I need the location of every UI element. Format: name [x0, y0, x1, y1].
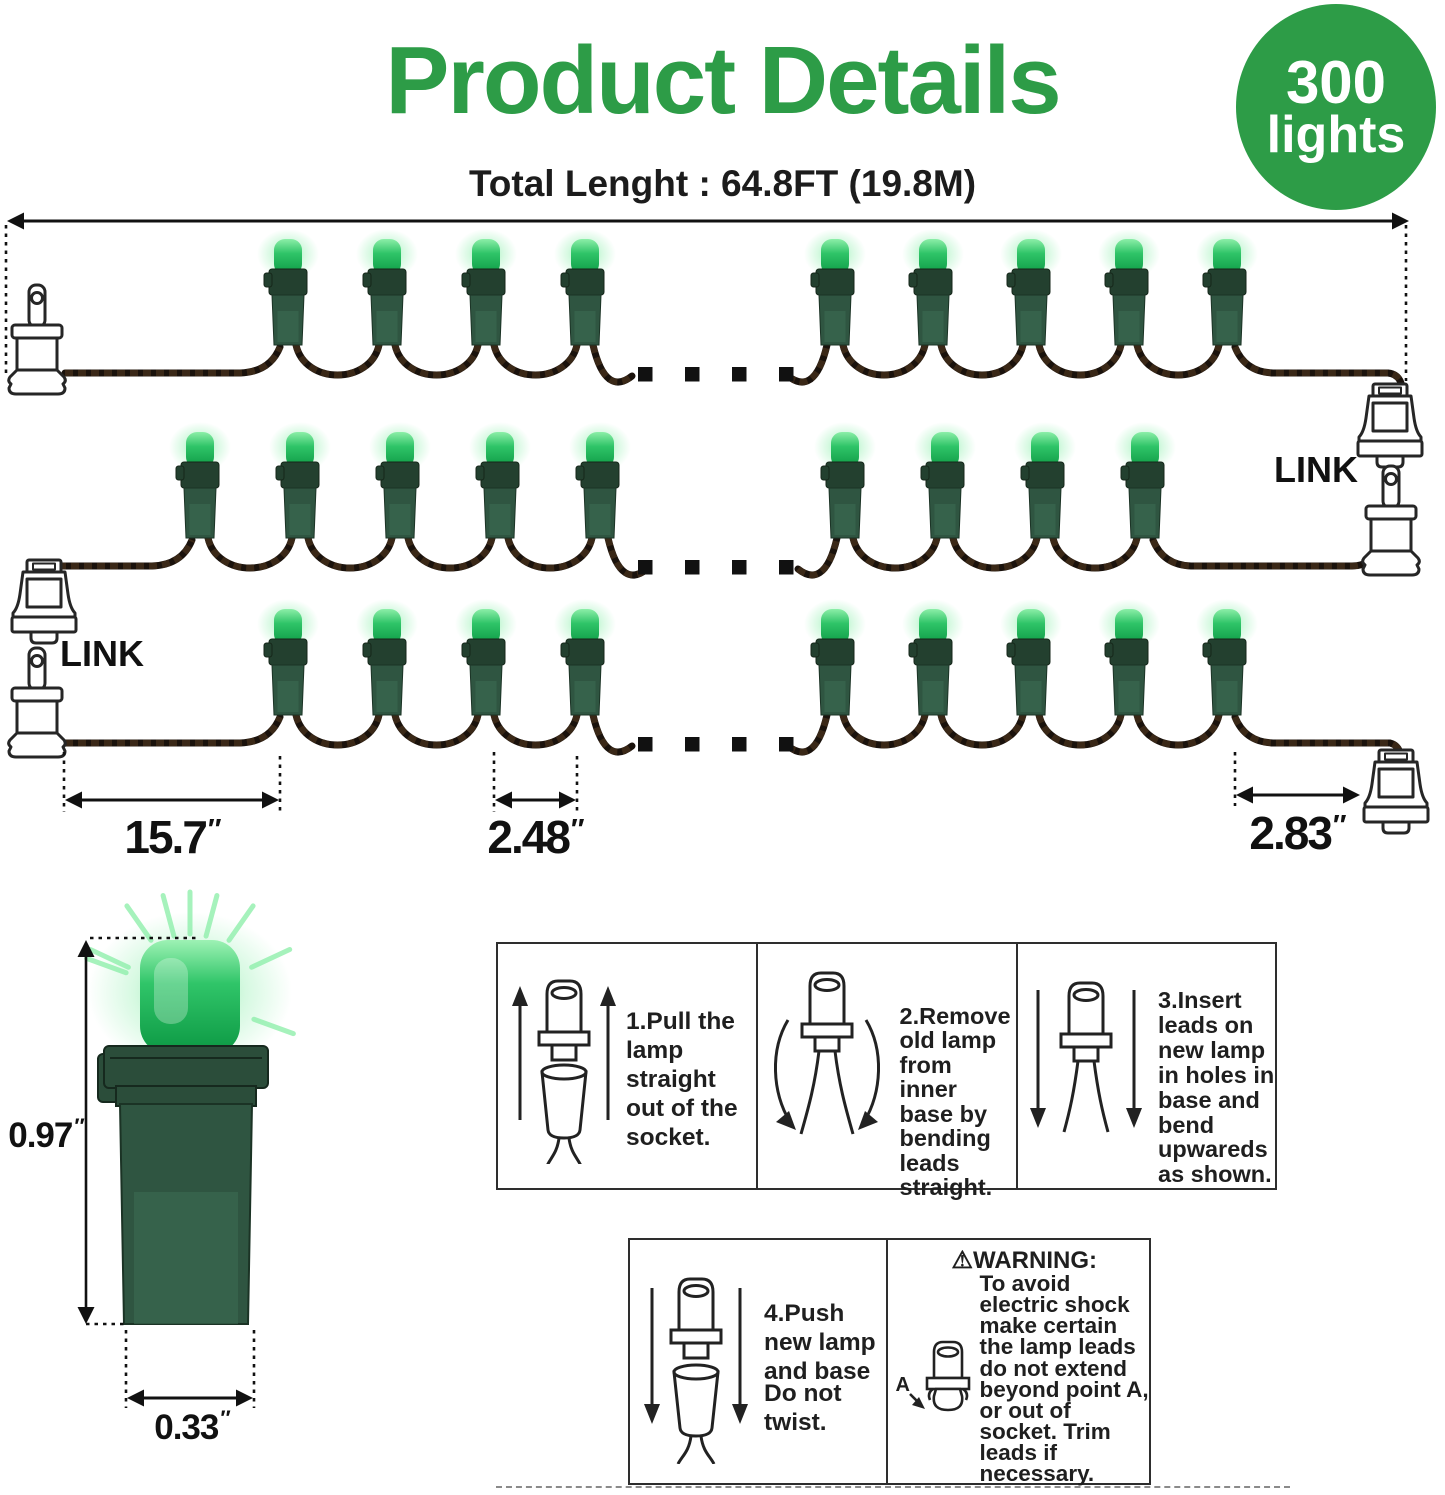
step-1-text: 1.Pull the lamp straight out of the sock…: [626, 1008, 738, 1151]
ellipsis-dot: [685, 367, 700, 382]
bend-leads-icon: [773, 971, 880, 1135]
led-bulb: [902, 599, 964, 716]
led-bulb: [455, 599, 517, 716]
ellipsis-dot: [638, 737, 653, 752]
pull-lamp-icon: [512, 979, 616, 1164]
measurement-tail: 2.83″: [1249, 807, 1346, 859]
push-lamp-icon: [644, 1277, 748, 1464]
female-connector: [1356, 382, 1424, 469]
lamp-in-base-icon: [908, 1340, 970, 1412]
ellipsis-dot: [732, 560, 747, 575]
measurement-lead: 15.7″: [124, 811, 221, 863]
link-label-left: LINK: [60, 633, 144, 674]
point-a-label: A: [895, 1374, 910, 1396]
led-bulb: [356, 599, 418, 716]
step-4-text: 4.Push new lamp and base: [764, 1300, 876, 1385]
ellipsis-dot: [685, 737, 700, 752]
total-length-label: Total Lenght : 64.8FT (19.8M): [468, 163, 977, 204]
led-bulb: [1098, 229, 1160, 346]
female-connector: [10, 558, 78, 645]
led-bulb: [356, 229, 418, 346]
led-bulb: [269, 422, 331, 539]
led-bulb: [1196, 599, 1258, 716]
ellipsis-dot: [779, 737, 794, 752]
led-bulb: [554, 599, 616, 716]
ellipsis-dot: [732, 737, 747, 752]
lights-count-badge: 300 lights: [1236, 4, 1436, 210]
ellipsis-dot: [638, 560, 653, 575]
instruction-step-1: 1.Pull the lamp straight out of the sock…: [496, 942, 758, 1190]
total-length-arrow: [4, 212, 1409, 381]
light-string-row-1: [7, 229, 1424, 469]
led-bulb: [257, 229, 319, 346]
instruction-step-2: 2.Remove old lamp from inner base by ben…: [755, 942, 1019, 1199]
badge-count: 300: [1285, 48, 1387, 116]
measurement-spacing: 2.48″: [487, 811, 584, 863]
light-string-row-3: [7, 599, 1430, 835]
led-bulb: [902, 229, 964, 346]
ellipsis-dot: [732, 367, 747, 382]
led-bulb: [257, 599, 319, 716]
male-plug: [7, 283, 67, 396]
bulb-width-label: 0.33″: [154, 1405, 231, 1447]
page-title: Product Details: [385, 27, 1061, 134]
ellipsis-dot: [779, 367, 794, 382]
led-bulb: [169, 422, 231, 539]
light-string-row-2: [10, 422, 1421, 645]
led-bulb: [469, 422, 531, 539]
led-bulb: [804, 599, 866, 716]
led-bulb: [1196, 229, 1258, 346]
led-bulb: [914, 422, 976, 539]
ellipsis-dot: [779, 560, 794, 575]
led-bulb: [554, 229, 616, 346]
male-plug: [1361, 464, 1421, 577]
bottom-dashed-divider: [496, 1486, 1290, 1488]
ellipsis-dot: [685, 560, 700, 575]
male-plug: [7, 646, 67, 759]
led-bulb: [455, 229, 517, 346]
bulb-height-label: 0.97″: [8, 1113, 85, 1155]
instruction-step-3: 3.Insert leads on new lamp in holes in b…: [1016, 942, 1277, 1190]
led-bulb: [1000, 599, 1062, 716]
step-3-text: 3.Insert leads on new lamp in holes in b…: [1158, 987, 1275, 1188]
badge-label: lights: [1266, 105, 1406, 164]
bulb-closeup: [77, 889, 296, 1408]
link-label-right: LINK: [1274, 449, 1358, 490]
instruction-step-4: 4.Push new lamp and base Do not twist.: [628, 1238, 888, 1485]
instruction-panels-top: 1.Pull the lamp straight out of the sock…: [496, 942, 1277, 1199]
ellipsis-dot: [638, 367, 653, 382]
led-bulb: [1014, 422, 1076, 539]
led-bulb: [369, 422, 431, 539]
insert-leads-icon: [1030, 981, 1142, 1133]
step-4-text2: Do not twist.: [764, 1380, 842, 1436]
warning-title-line: ⚠WARNING:: [951, 1247, 1098, 1274]
led-bulb: [569, 422, 631, 539]
warning-panel: ⚠WARNING: To avoid electric shock make c…: [885, 1238, 1151, 1487]
led-bulb: [814, 422, 876, 539]
led-bulb: [804, 229, 866, 346]
warning-body: To avoid electric shock make certain the…: [979, 1271, 1149, 1487]
female-connector: [1362, 748, 1430, 835]
led-bulb: [1098, 599, 1160, 716]
led-bulb: [1000, 229, 1062, 346]
step-2-text: 2.Remove old lamp from inner base by ben…: [899, 1003, 1011, 1201]
spacing-measurements: [62, 752, 1360, 812]
instruction-panels-bottom: 4.Push new lamp and base Do not twist. ⚠…: [628, 1238, 1151, 1485]
warning-triangle-icon: ⚠: [951, 1247, 974, 1274]
led-bulb: [1114, 422, 1176, 539]
